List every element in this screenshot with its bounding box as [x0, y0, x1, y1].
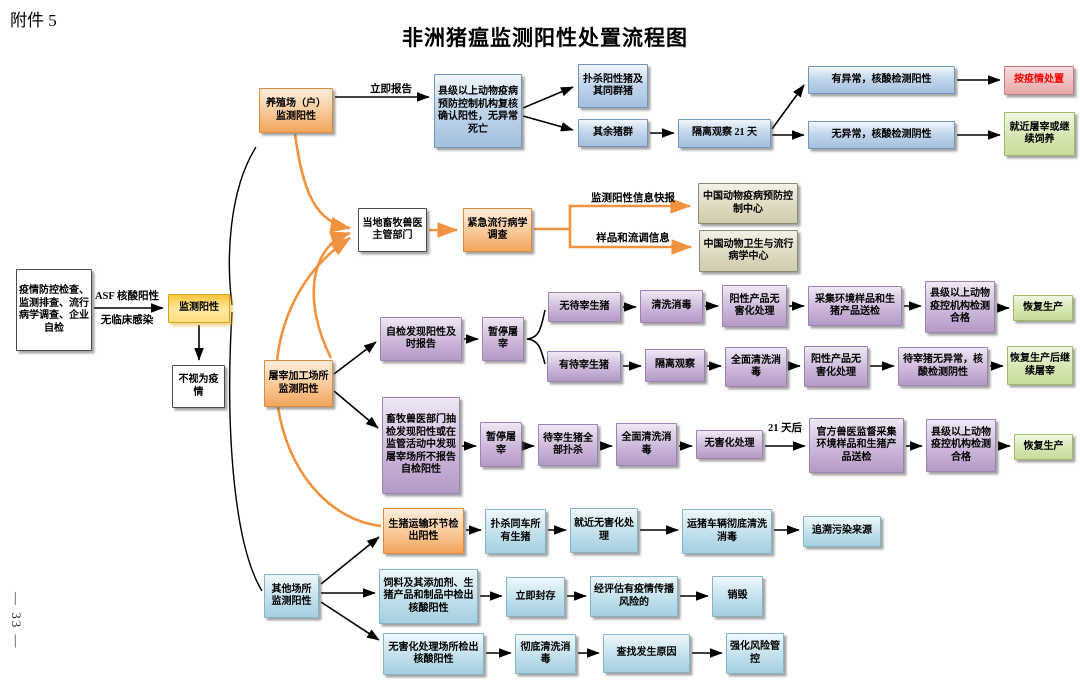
monitor-branch-brace: [228, 146, 263, 592]
node-trace-source: 追溯污染来源: [803, 516, 881, 547]
node-abnormal-pcr-pos: 有异常，核酸检测阳性: [808, 66, 955, 94]
label-no-clinical: 无临床感染: [100, 315, 154, 326]
node-resume-production-2: 恢复生产: [1014, 434, 1073, 460]
pause-slaughter-brace: [526, 309, 546, 365]
label-21-days-later: 21 天后: [767, 423, 803, 434]
node-feed-product-positive: 饲料及其添加剂、生猪产品和制品中检出核酸阳性: [379, 569, 478, 624]
node-resume-production-1: 恢复生产: [1013, 295, 1073, 321]
node-self-check-report: 自检发现阳性及时报告: [380, 317, 462, 361]
node-other-places-positive: 其他场所监测阳性: [264, 574, 319, 618]
node-pos-product-harmless-2: 阳性产品无害化处理: [804, 346, 868, 387]
node-waiting-pigs-normal: 待宰猪无异常，核酸检测阴性: [898, 347, 988, 386]
node-county-confirm: 县级以上动物疫病预防控制机构复核确认阳性，无异常死亡: [434, 74, 522, 148]
node-pause-slaughter-1: 暂停屠宰: [482, 317, 524, 361]
node-monitor-positive: 监测阳性: [168, 294, 230, 323]
label-samples-info: 样品和流调信息: [596, 233, 670, 244]
node-destroy: 销毁: [712, 576, 763, 617]
orange-report-curves: [274, 133, 693, 528]
node-nearby-harmless: 就近无害化处理: [570, 508, 638, 553]
attachment-label: 附件 5: [10, 11, 57, 30]
node-surveillance-sources: 疫情防控检查、监测排查、流行病学调查、企业自检: [16, 269, 92, 351]
node-outbreak-disposal: 按疫情处置: [1004, 66, 1074, 95]
page-title: 非洲猪瘟监测阳性处置流程图: [402, 26, 688, 50]
node-cadc-center: 中国动物疫病预防控制中心: [698, 183, 798, 224]
node-nearby-slaughter-or-raise: 就近屠宰或继续饲养: [1004, 112, 1075, 156]
node-no-waiting-pigs: 无待宰生猪: [548, 292, 621, 322]
node-cull-positive-herd: 扑杀阳性猪及其同群猪: [578, 64, 648, 108]
node-truck-clean: 运猪车辆彻底清洗消毒: [682, 509, 772, 554]
node-other-herd: 其余猪群: [578, 119, 648, 147]
label-quick-report: 监测阳性信息快报: [591, 193, 675, 204]
node-official-vet-samples: 官方兽医监督采集环境样品和生猪产品送检: [809, 418, 904, 473]
node-cull-all-waiting: 待宰生猪全部扑杀: [538, 424, 598, 466]
node-seal-immediately: 立即封存: [506, 577, 565, 617]
label-report-immediately: 立即报告: [370, 84, 412, 95]
node-harmless-disposal-1: 无害化处理: [696, 430, 763, 459]
node-pause-slaughter-2: 暂停屠宰: [480, 422, 522, 467]
node-official-spot-check: 畜牧兽医部门抽检发现阳性或在监管活动中发现屠宰场所不报告自检阳性: [382, 397, 460, 494]
node-cahec-center: 中国动物卫生与流行病学中心: [699, 230, 798, 272]
node-farm-positive: 养殖场（户）监测阳性: [259, 88, 333, 133]
node-pos-product-harmless-1: 阳性产品无害化处理: [722, 285, 787, 327]
node-county-test-ok-2: 县级以上动物疫控机构检测合格: [926, 419, 996, 472]
page-number: — 33 —: [9, 592, 24, 650]
node-clean-disinfect-1: 清洗消毒: [640, 290, 703, 323]
node-has-waiting-pigs: 有待宰生猪: [547, 351, 621, 382]
node-thorough-clean: 彻底清洗消毒: [515, 634, 576, 674]
node-transport-positive: 生猪运输环节检出阳性: [383, 508, 464, 554]
node-county-test-ok-1: 县级以上动物疫控机构检测合格: [925, 281, 995, 333]
node-resume-then-slaughter: 恢复生产后继续屠宰: [1007, 346, 1073, 385]
node-emergency-epi-survey: 紧急流行病学调查: [463, 208, 532, 252]
node-normal-pcr-neg: 无异常，核酸检测阴性: [808, 121, 955, 149]
node-collect-env-samples: 采集环境样品和生猪产品送检: [808, 286, 902, 326]
node-cull-truck-pigs: 扑杀同车所有生猪: [485, 509, 546, 554]
node-full-clean-2: 全面清洗消毒: [616, 423, 677, 466]
node-disposal-site-positive: 无害化处理场所检出核酸阳性: [383, 633, 484, 675]
node-risk-assessed: 经评估有疫情传播风险的: [590, 576, 678, 617]
black-flow-arrows: [94, 75, 1011, 658]
node-full-clean-1: 全面清洗消毒: [725, 347, 787, 387]
node-quarantine-21d: 隔离观察 21 天: [678, 119, 771, 148]
node-find-cause: 查找发生原因: [603, 634, 690, 673]
node-slaughterhouse-positive: 屠宰加工场所监测阳性: [264, 360, 333, 407]
label-asf-pcr-positive: ASF 核酸阳性: [94, 291, 160, 302]
node-not-outbreak: 不视为疫情: [172, 365, 225, 408]
node-isolate-observe: 隔离观察: [645, 349, 705, 382]
node-strengthen-risk-control: 强化风险管控: [726, 633, 784, 674]
node-local-authority: 当地畜牧兽医主管部门: [358, 208, 427, 252]
